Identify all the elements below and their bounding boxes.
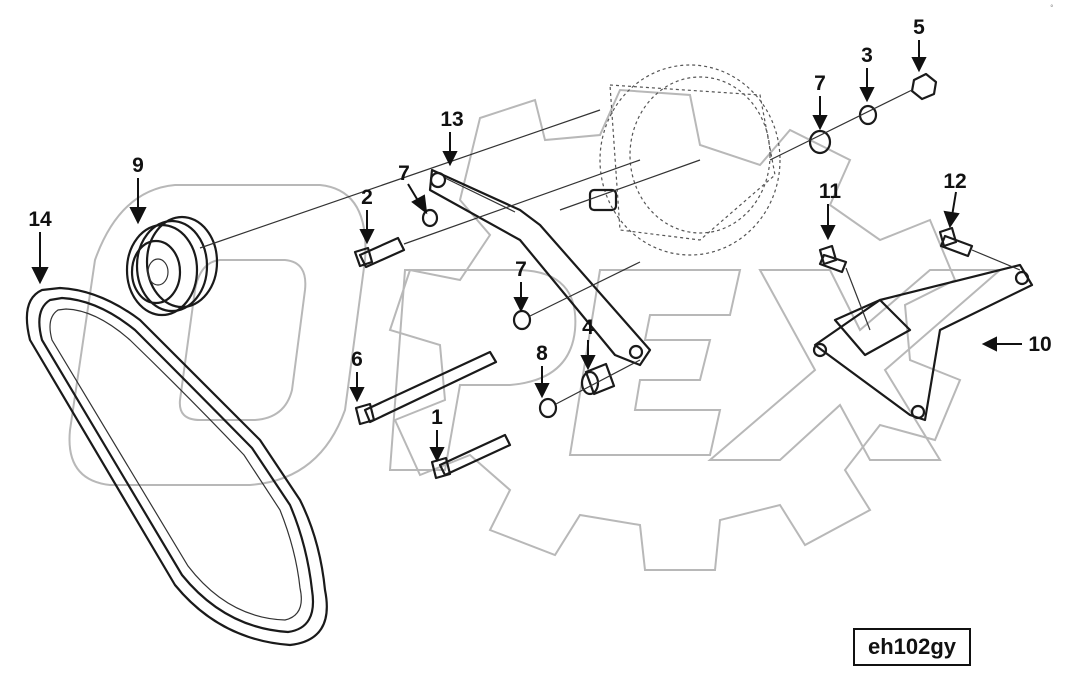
drawing-code-label: eh102gy [853, 628, 971, 666]
callout-labels: 1 2 3 4 5 6 7 7 7 8 9 10 11 12 13 14 [28, 16, 1051, 429]
fasteners [199, 72, 1021, 480]
callout-4: 4 [582, 316, 594, 339]
callout-7-upper: 7 [398, 162, 410, 185]
callout-5: 5 [913, 16, 925, 39]
callout-6: 6 [351, 348, 363, 371]
callout-1: 1 [431, 406, 443, 429]
callout-3: 3 [861, 44, 873, 67]
callout-9: 9 [132, 154, 144, 177]
callout-11: 11 [819, 180, 842, 203]
callout-13: 13 [440, 108, 463, 131]
callout-7-middle: 7 [515, 258, 527, 281]
callout-14: 14 [28, 208, 52, 231]
adjusting-bracket [428, 168, 652, 367]
watermark [68, 88, 1003, 571]
callout-8: 8 [536, 342, 548, 365]
callout-12: 12 [943, 170, 966, 193]
drive-belt [25, 286, 328, 647]
mounting-bracket [812, 263, 1034, 422]
callout-7-right: 7 [814, 72, 826, 95]
callout-2: 2 [361, 186, 373, 209]
alternator [559, 64, 781, 256]
pulley [125, 215, 219, 317]
corner-mark: ° [1050, 4, 1054, 12]
callout-10: 10 [1028, 333, 1051, 356]
callout-arrows [31, 40, 1022, 463]
